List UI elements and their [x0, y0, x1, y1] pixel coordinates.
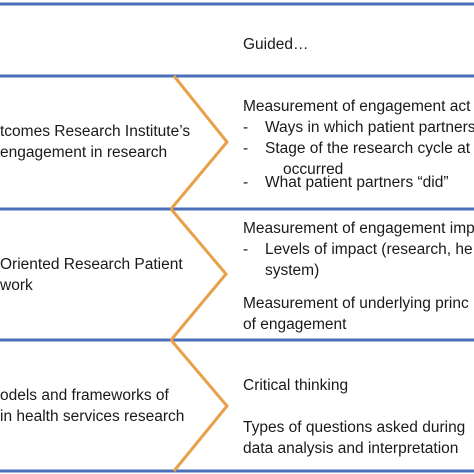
bullet-text: Levels of impact (research, he	[265, 241, 473, 258]
header-right-text: Guided…	[243, 36, 309, 53]
row2-left-line-2: work	[0, 277, 33, 294]
bullet-text: What patient partners “did”	[265, 174, 449, 191]
bullet-dash: -	[243, 174, 249, 191]
row3-extra-line-2: data analysis and interpretation	[243, 440, 459, 457]
bullet-text-continued: occurred	[283, 161, 344, 178]
chevron-row-3	[169, 339, 229, 472]
row3-left-line-2: in health services research	[0, 408, 185, 425]
bullet-dash: -	[243, 241, 249, 258]
chevron-row-1	[169, 75, 229, 210]
row2-extra-line-2: of engagement	[243, 316, 347, 333]
bullet-text: Ways in which patient partners	[265, 119, 474, 136]
row1-left-line-2: engagement in research	[0, 144, 168, 161]
row3-extra-line-1: Types of questions asked during	[243, 419, 466, 436]
row1-right-title: Measurement of engagement act	[243, 98, 471, 115]
bullet-text: Stage of the research cycle at	[265, 140, 471, 157]
bullet-dash: -	[243, 119, 249, 136]
bullet-dash: -	[243, 140, 249, 157]
row2-extra-line-1: Measurement of underlying princ	[243, 295, 469, 312]
chevron-row-2	[169, 208, 228, 341]
row1-left-line-1: tcomes Research Institute’s	[0, 123, 191, 140]
bullet-text-continued: system)	[265, 262, 320, 279]
row3-left-line-1: odels and frameworks of	[0, 387, 169, 404]
row3-right-title: Critical thinking	[243, 377, 349, 394]
row2-right-title: Measurement of engagement imp	[243, 220, 474, 237]
row2-left-line-1: Oriented Research Patient	[0, 256, 183, 273]
